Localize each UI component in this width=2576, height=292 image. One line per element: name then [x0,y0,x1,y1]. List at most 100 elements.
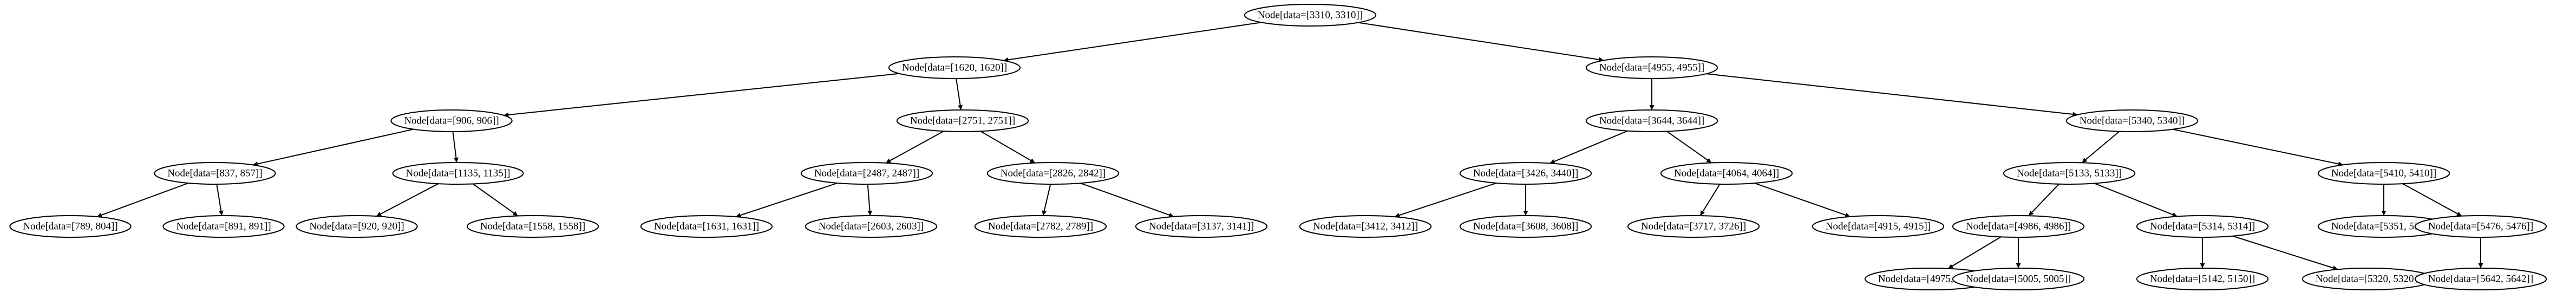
edge-n4986-n4975 [1947,236,2002,269]
edge-n2751-n2487 [885,131,944,164]
node-label: Node[data=[4915, 4915]] [1826,221,1931,232]
node-ellipse [154,162,276,185]
node-label: Node[data=[1558, 1558]] [480,221,585,232]
tree-node-n5005: Node[data=[5005, 5005]] [1952,268,2085,290]
tree-node-n5351: Node[data=[5351, 5351]] [2317,215,2450,238]
node-ellipse [2003,162,2136,185]
node-label: Node[data=[2751, 2751]] [910,115,1015,127]
tree-node-n4955: Node[data=[4955, 4955]] [1585,56,1718,79]
tree-node-n2751: Node[data=[2751, 2751]] [896,109,1029,132]
tree-node-n789: Node[data=[789, 804]] [9,215,132,238]
node-label: Node[data=[5410, 5410]] [2331,168,2436,179]
node-label: Node[data=[2487, 2487]] [814,168,919,179]
tree-node-n3310: Node[data=[3310, 3310]] [1244,4,1377,27]
node-label: Node[data=[3717, 3726]] [1641,221,1746,232]
node-label: Node[data=[4064, 4064]] [1674,168,1779,179]
edge-n4955-n5340 [1706,73,2078,117]
node-ellipse [1660,162,1793,185]
edge-n3644-n3426 [1549,130,1628,164]
tree-node-n5133: Node[data=[5133, 5133]] [2003,162,2136,185]
node-label: Node[data=[5142, 5150]] [2150,274,2255,285]
tree-node-n5410: Node[data=[5410, 5410]] [2317,162,2450,185]
tree-node-n920: Node[data=[920, 920]] [296,215,418,238]
edge-n5340-n5133 [2081,131,2120,164]
node-label: Node[data=[3310, 3310]] [1258,10,1363,21]
node-label: Node[data=[3608, 3608]] [1473,221,1578,232]
edges-layer [96,22,2483,270]
node-ellipse [1812,215,1945,238]
node-label: Node[data=[5642, 5642]] [2428,274,2533,285]
tree-node-n1135: Node[data=[1135, 1135]] [392,162,524,185]
edge-n2826-n2782 [1042,184,1051,216]
edge-n1620-n2751 [956,78,963,111]
node-ellipse [296,215,418,238]
edge-n5314-n5320 [2232,235,2338,270]
node-label: Node[data=[906, 906]] [404,115,499,127]
node-ellipse [986,162,1120,185]
tree-node-n837: Node[data=[837, 857]] [154,162,276,185]
tree-node-n5340: Node[data=[5340, 5340]] [2065,109,2199,132]
node-label: Node[data=[891, 891]] [176,221,271,232]
node-label: Node[data=[5351, 5351]] [2331,221,2436,232]
node-label: Node[data=[2826, 2842]] [1001,168,1106,179]
node-ellipse [2065,109,2199,132]
tree-node-n3137: Node[data=[3137, 3141]] [1135,215,1268,238]
node-ellipse [2414,268,2547,290]
tree-node-n2826: Node[data=[2826, 2842]] [986,162,1120,185]
node-ellipse [888,56,1021,79]
node-ellipse [1952,215,2085,238]
node-ellipse [1244,4,1377,27]
node-label: Node[data=[5005, 5005]] [1966,274,2071,285]
edge-n837-n891 [216,184,224,216]
node-label: Node[data=[3644, 3644]] [1599,115,1704,127]
tree-node-n1620: Node[data=[1620, 1620]] [888,56,1021,79]
node-ellipse [466,215,599,238]
edge-n3644-n4064 [1666,131,1712,164]
edge-n1135-n1558 [472,183,519,217]
tree-node-n3608: Node[data=[3608, 3608]] [1459,215,1592,238]
tree-node-n1558: Node[data=[1558, 1558]] [466,215,599,238]
node-ellipse [9,215,132,238]
node-ellipse [1135,215,1268,238]
node-ellipse [1585,56,1718,79]
tree-node-n891: Node[data=[891, 891]] [162,215,285,238]
tree-node-n3717: Node[data=[3717, 3726]] [1627,215,1760,238]
node-label: Node[data=[3137, 3141]] [1149,221,1254,232]
node-ellipse [2414,215,2547,238]
node-ellipse [974,215,1107,238]
node-ellipse [640,215,773,238]
node-label: Node[data=[4986, 4986]] [1966,221,2071,232]
edge-n2487-n1631 [735,182,838,218]
tree-node-n2487: Node[data=[2487, 2487]] [800,162,933,185]
tree-node-n4986: Node[data=[4986, 4986]] [1952,215,2085,238]
edge-n2487-n2603 [867,184,873,216]
tree-node-n5142: Node[data=[5142, 5150]] [2136,268,2269,290]
node-ellipse [1459,162,1592,185]
edge-n1620-n906 [504,73,900,118]
node-label: Node[data=[5314, 5314]] [2150,221,2255,232]
edge-n1135-n920 [376,183,439,217]
node-label: Node[data=[920, 920]] [309,221,404,232]
node-label: Node[data=[2782, 2789]] [988,221,1093,232]
tree-node-n2603: Node[data=[2603, 2603]] [805,215,938,238]
node-ellipse [896,109,1029,132]
node-label: Node[data=[5133, 5133]] [2017,168,2122,179]
node-ellipse [2136,268,2269,290]
node-label: Node[data=[789, 804]] [23,221,117,232]
node-ellipse [1952,268,2085,290]
tree-node-n5320: Node[data=[5320, 5320]] [2302,268,2435,290]
tree-node-n2782: Node[data=[2782, 2789]] [974,215,1107,238]
node-label: Node[data=[3412, 3412]] [1313,221,1418,232]
node-ellipse [1627,215,1760,238]
node-ellipse [1459,215,1592,238]
node-ellipse [390,109,513,132]
edge-n5133-n4986 [2028,184,2060,216]
node-ellipse [2317,162,2450,185]
edge-n837-n789 [96,183,189,218]
edge-n5410-n5476 [2402,183,2462,217]
node-ellipse [1585,109,1718,132]
node-ellipse [805,215,938,238]
tree-node-n3644: Node[data=[3644, 3644]] [1585,109,1718,132]
tree-node-n3412: Node[data=[3412, 3412]] [1299,215,1432,238]
